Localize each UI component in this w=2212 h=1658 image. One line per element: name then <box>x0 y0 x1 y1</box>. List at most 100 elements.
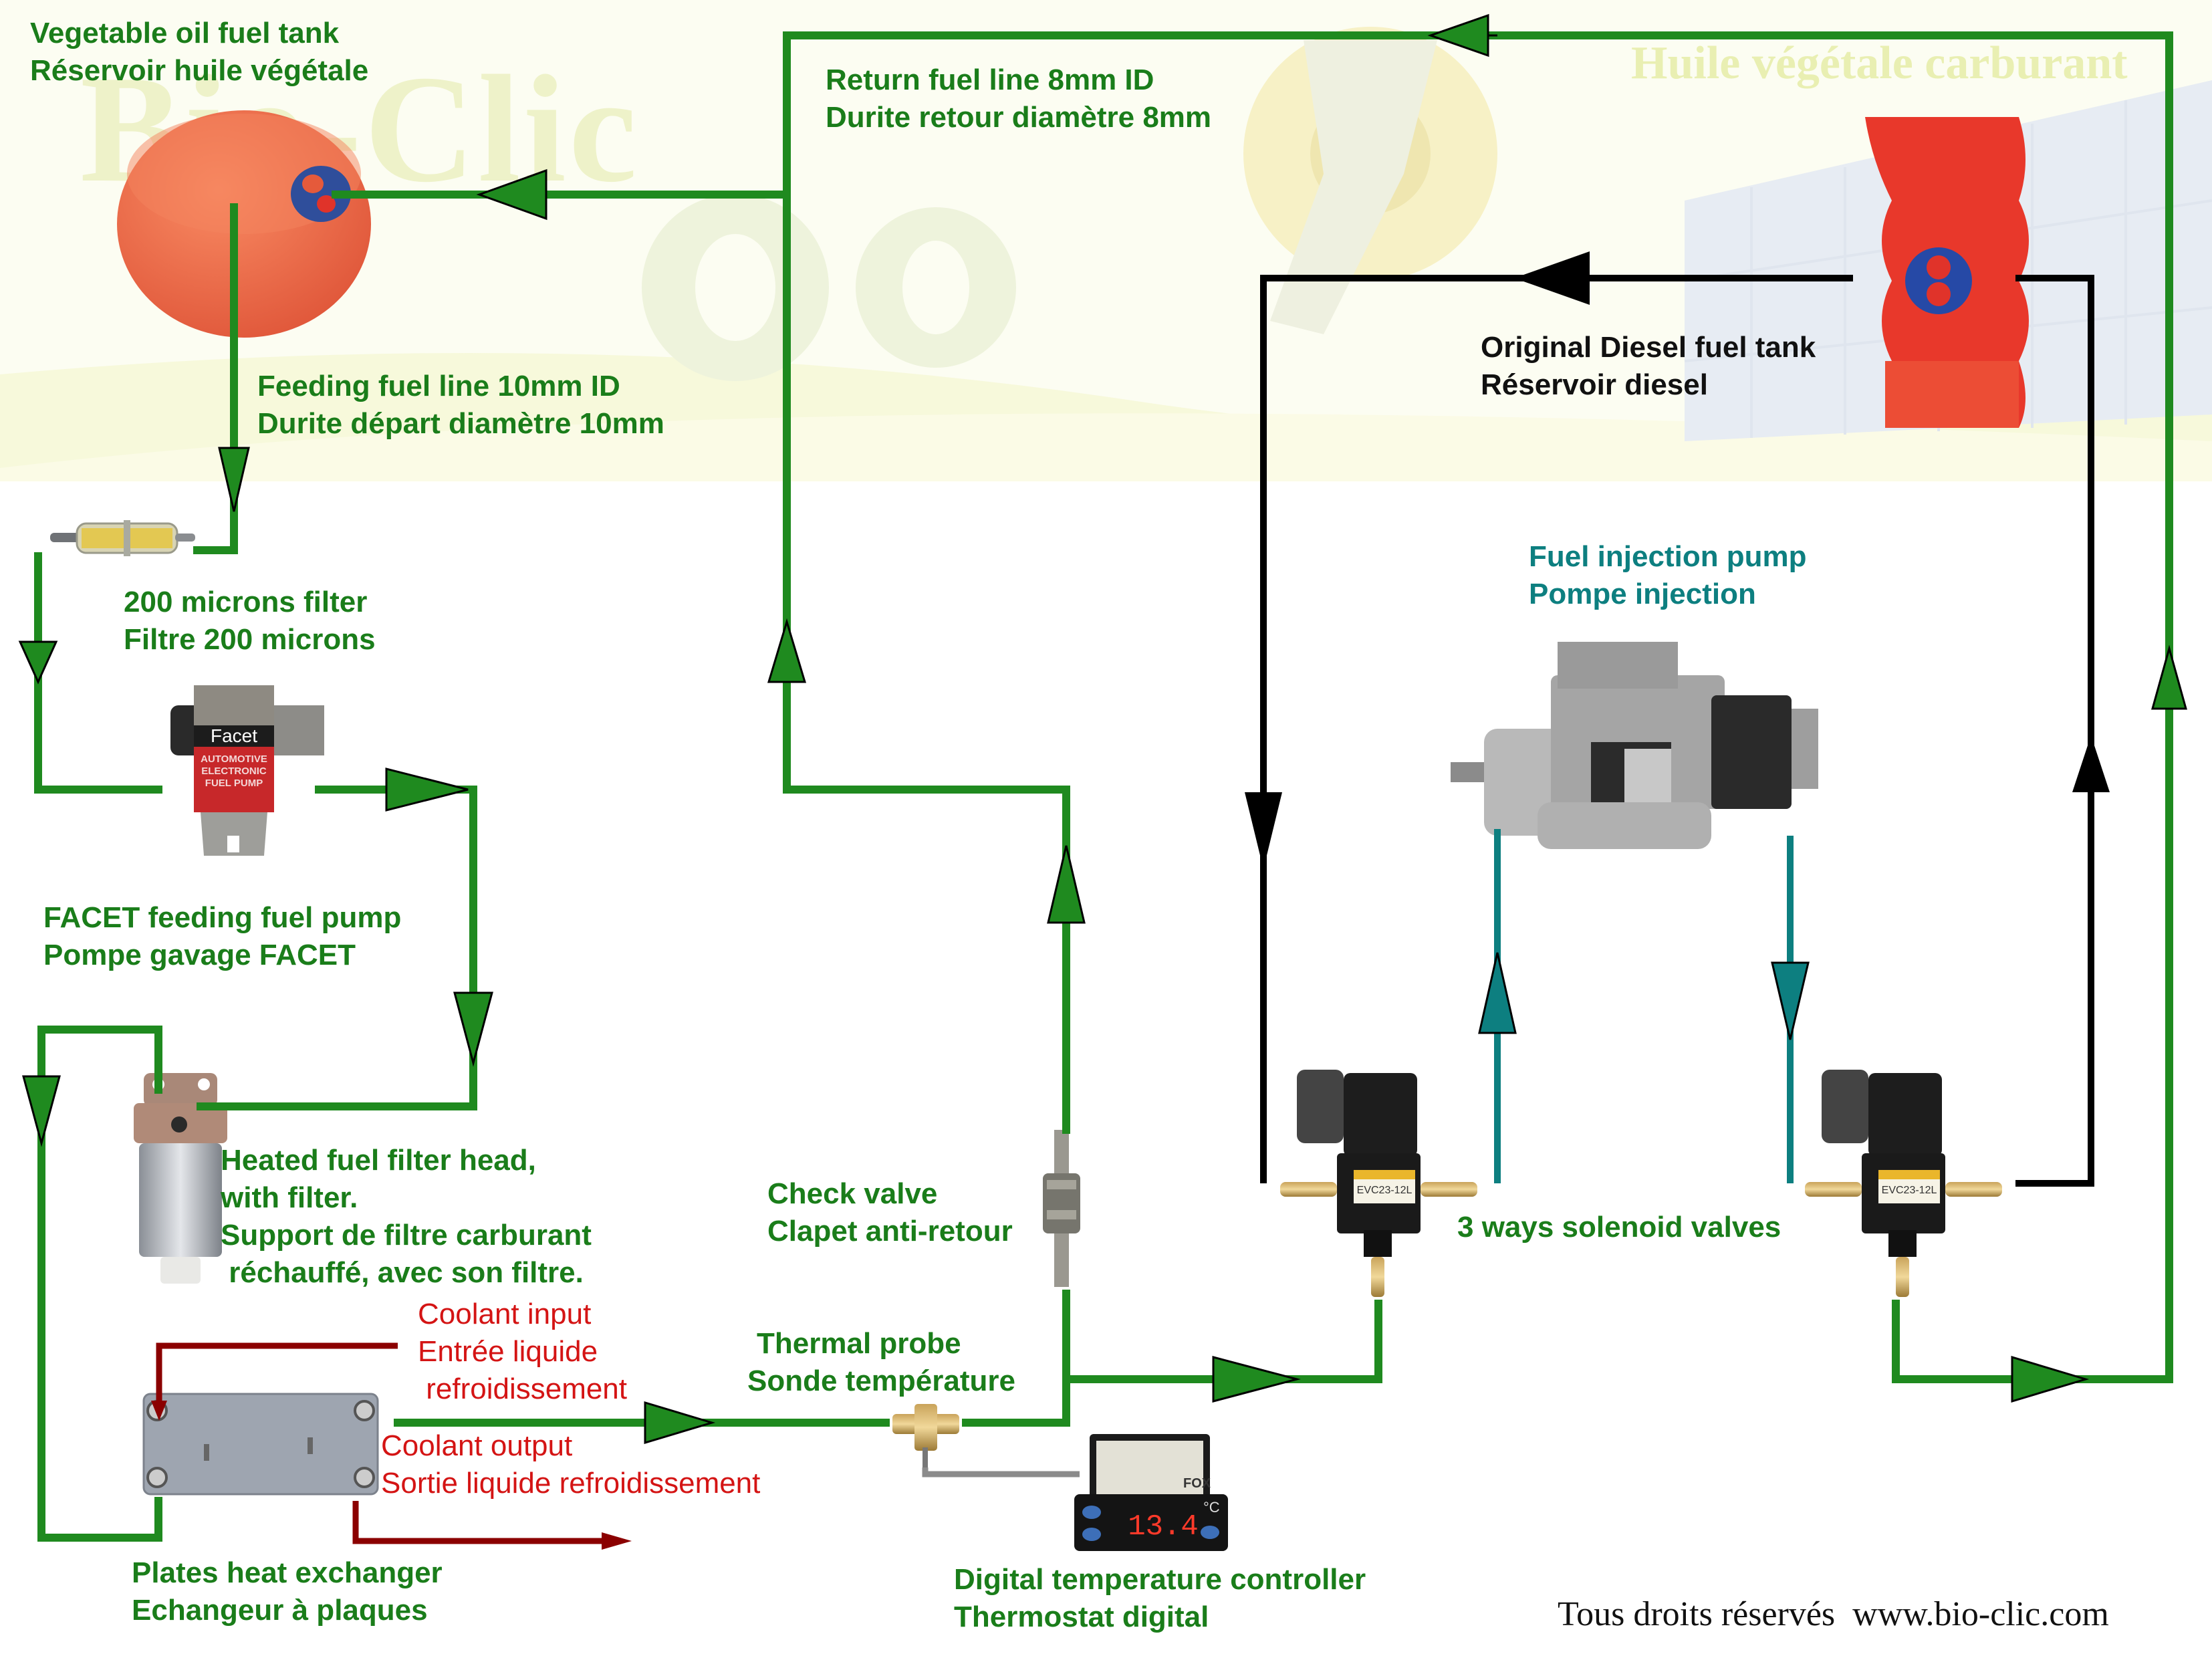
coolant-input-label-fr: Entrée liquide <box>418 1335 598 1368</box>
plate-heat-exchanger <box>142 1393 379 1496</box>
to-solenoid-1-line <box>1062 1300 1382 1383</box>
probe-wire <box>922 1467 1080 1477</box>
feed-line-label-en: Feeding fuel line 10mm ID <box>257 370 620 402</box>
thermal-probe-label-en: Thermal probe <box>757 1327 961 1360</box>
filter-200-label-fr: Filtre 200 microns <box>124 623 376 656</box>
temp-controller-label-en: Digital temperature controller <box>954 1563 1366 1596</box>
diesel-flow-arrow-left-icon <box>1514 251 1590 305</box>
vegetable-oil-tank <box>117 110 371 338</box>
facet-line-text: AUTOMOTIVE <box>201 753 267 765</box>
flow-arrow-up-icon <box>1047 845 1086 924</box>
diesel-return-line <box>2015 275 2094 1187</box>
solenoid-valve-2 <box>1805 1070 2002 1297</box>
facet-line-text: FUEL PUMP <box>205 778 263 789</box>
facet-pump-label-fr: Pompe gavage FACET <box>43 939 356 971</box>
diesel-tank-label-en: Original Diesel fuel tank <box>1481 331 1816 364</box>
facet-pump-label-en: FACET feeding fuel pump <box>43 901 402 934</box>
fuel-injection-pump <box>1451 642 1818 849</box>
injection-flow-arrow-up-icon <box>1478 952 1517 1034</box>
heated-filter-label-line: with filter. <box>221 1181 358 1214</box>
heated-fuel-filter <box>134 1073 227 1284</box>
thermostat-up-button <box>1082 1506 1101 1519</box>
coolant-output-label-en: Coolant output <box>381 1429 573 1462</box>
temp-controller-label-fr: Thermostat digital <box>954 1601 1209 1633</box>
flow-arrow-down-icon <box>218 447 250 512</box>
facet-fuel-pump <box>170 685 324 856</box>
flow-arrow-right-icon <box>644 1401 716 1445</box>
coolant-input-label-en: Coolant input <box>418 1298 592 1330</box>
heated-filter-label: Heated fuel filter head, with filter. Su… <box>221 1142 592 1292</box>
check-valve-label-en: Check valve <box>767 1177 938 1210</box>
solenoid-valves-label-en: 3 ways solenoid valves <box>1457 1211 1781 1244</box>
diesel-supply-line <box>1260 275 1853 1183</box>
filter-200-label-en: 200 microns filter <box>124 586 368 618</box>
inline-filter-200-microns <box>50 520 195 556</box>
solenoid-valves-label: 3 ways solenoid valves <box>1457 1209 1781 1246</box>
diesel-tank <box>1865 117 2029 428</box>
feed-line-label: Feeding fuel line 10mm ID Durite départ … <box>257 368 664 443</box>
veg-tank-label: Vegetable oil fuel tank Réservoir huile … <box>30 15 368 90</box>
diesel-tank-label: Original Diesel fuel tank Réservoir dies… <box>1481 329 1816 404</box>
flow-arrow-down-icon <box>22 1075 61 1147</box>
fuel-nozzle-watermark <box>1270 40 1437 334</box>
solenoid-model-label: EVC23-12L <box>1357 1185 1412 1196</box>
thermal-probe-label-fr: Sonde température <box>747 1365 1015 1397</box>
flow-arrow-down-icon <box>18 640 58 685</box>
filter-to-pump-line <box>34 552 162 794</box>
check-valve <box>1043 1130 1080 1287</box>
coolant-output-label: Coolant output Sortie liquide refroidiss… <box>381 1427 760 1502</box>
injection-flow-arrow-down-icon <box>1771 961 1810 1040</box>
thermostat-down-button <box>1082 1528 1101 1541</box>
thermostat-brand: FOX <box>1183 1476 1211 1491</box>
coolant-output-arrow-icon <box>602 1532 632 1550</box>
thermostat-set-button <box>1201 1526 1219 1539</box>
veg-tank-label-fr: Réservoir huile végétale <box>30 54 369 87</box>
injection-pump-label-fr: Pompe injection <box>1529 578 1756 610</box>
coolant-input-line <box>156 1342 398 1411</box>
check-valve-label-fr: Clapet anti-retour <box>767 1215 1013 1248</box>
probe-to-valve-line <box>962 1290 1070 1427</box>
diesel-tank-label-fr: Réservoir diesel <box>1481 368 1708 401</box>
diesel-flow-arrow-down-icon <box>1245 792 1282 869</box>
injection-pump-label: Fuel injection pump Pompe injection <box>1529 538 1807 613</box>
flow-arrow-left-icon <box>476 168 547 221</box>
heat-exchanger-label-fr: Echangeur à plaques <box>132 1594 428 1627</box>
flow-arrow-left-icon <box>1427 13 1489 57</box>
thermostat-display: 13.4 <box>1128 1510 1199 1544</box>
flow-arrow-down-icon <box>453 991 493 1067</box>
coolant-input-label-fr: refroidissement <box>418 1373 628 1405</box>
filter-to-exchanger-line <box>37 1026 162 1542</box>
check-valve-label: Check valve Clapet anti-retour <box>767 1175 1013 1250</box>
heat-exchanger-label: Plates heat exchanger Echangeur à plaque… <box>132 1554 443 1629</box>
diesel-flow-arrow-up-icon <box>2072 735 2110 792</box>
facet-line-text: ELECTRONIC <box>201 765 267 777</box>
injection-pump-label-en: Fuel injection pump <box>1529 540 1807 573</box>
return-line-label-fr: Durite retour diamètre 8mm <box>826 101 1212 134</box>
filter-200-label: 200 microns filter Filtre 200 microns <box>124 584 376 659</box>
coolant-input-label: Coolant input Entrée liquide refroidisse… <box>418 1296 627 1408</box>
coolant-input-arrow-icon <box>151 1401 167 1421</box>
veg-tank-label-en: Vegetable oil fuel tank <box>30 17 340 49</box>
thermostat-unit: °C <box>1203 1499 1220 1516</box>
copyright-notice: Tous droits réservés www.bio-clic.com <box>1558 1595 2109 1633</box>
coolant-output-label-fr: Sortie liquide refroidissement <box>381 1467 761 1500</box>
solenoid-valve-1 <box>1280 1070 1477 1297</box>
thermal-probe-label: Thermal probe Sonde température <box>747 1325 1015 1400</box>
digital-thermostat <box>1074 1434 1228 1551</box>
heated-filter-label-line: Heated fuel filter head, <box>221 1144 536 1177</box>
return-line-label: Return fuel line 8mm ID Durite retour di… <box>826 62 1211 136</box>
flow-arrow-right-icon <box>1212 1356 1301 1403</box>
feeding-fuel-line <box>193 203 238 554</box>
heated-filter-label-line: Support de filtre carburant <box>221 1219 592 1252</box>
heat-exchanger-label-en: Plates heat exchanger <box>132 1556 443 1589</box>
return-line-label-en: Return fuel line 8mm ID <box>826 64 1154 96</box>
heated-filter-label-line: réchauffé, avec son filtre. <box>221 1256 584 1289</box>
solenoid-model-label: EVC23-12L <box>1882 1185 1937 1196</box>
flow-arrow-up-icon <box>2151 644 2187 710</box>
feed-line-label-fr: Durite départ diamètre 10mm <box>257 407 664 440</box>
tank-cap-icon <box>1905 247 1972 314</box>
temp-controller-label: Digital temperature controller Thermosta… <box>954 1561 1366 1636</box>
coolant-output-line <box>352 1501 602 1544</box>
slogan-watermark: Huile végétale carburant <box>1631 37 2128 89</box>
